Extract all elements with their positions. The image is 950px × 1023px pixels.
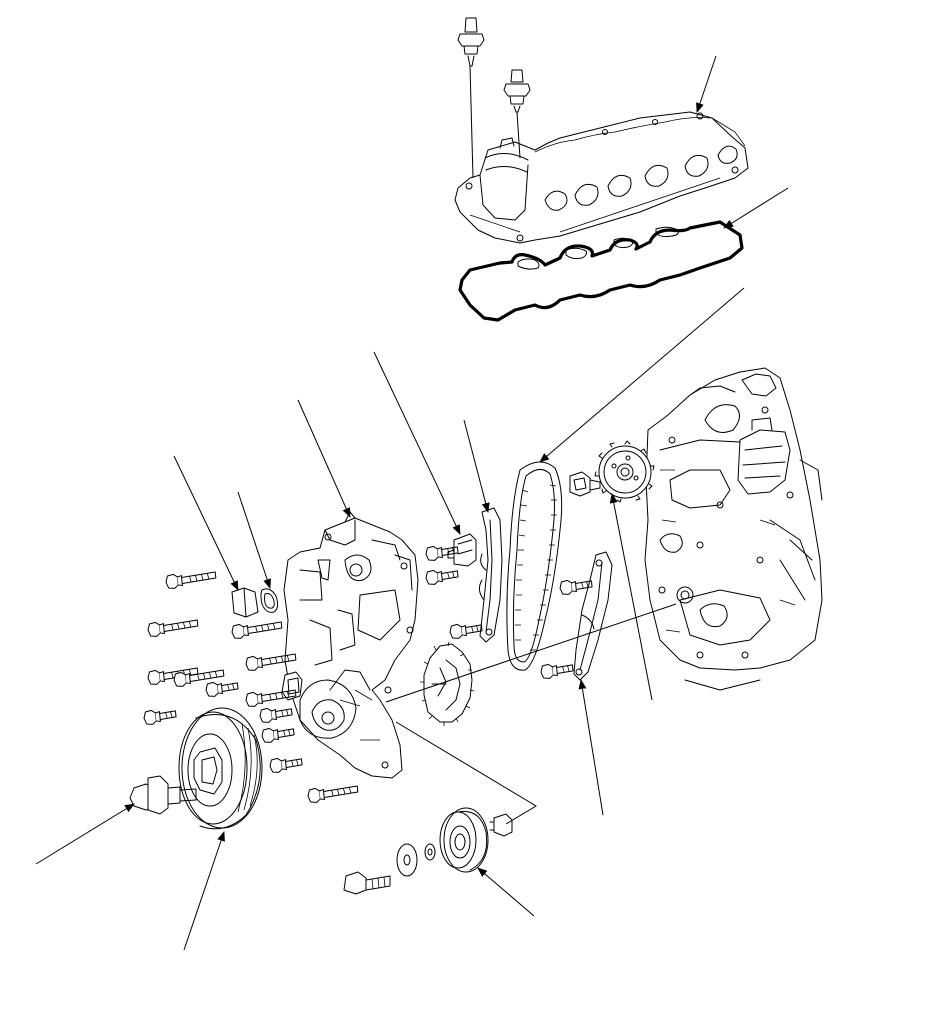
cam-sprocket [594,440,655,503]
o-ring [260,588,279,613]
chain-tensioner-arm [478,507,503,643]
idler-pulley [439,807,489,873]
cam-chain [506,461,563,671]
cylinder-head-cover-gasket [458,220,744,322]
cylinder-head-cover [454,111,749,244]
cover-stud-bolts [457,17,531,179]
idler-pulley-bolt [343,813,513,895]
chain-guide [573,551,613,681]
crank-sprocket [420,641,475,726]
crankshaft-pulley-bolt [129,775,197,815]
crankshaft-pulley [178,707,263,830]
engine-block [644,367,823,691]
chain-tensioner [447,533,477,567]
oil-seal [281,671,303,701]
cap-plug [231,587,259,618]
sprocket-bolt [569,471,601,497]
callout-leaders [35,55,789,951]
timing-chain-case [283,511,419,779]
